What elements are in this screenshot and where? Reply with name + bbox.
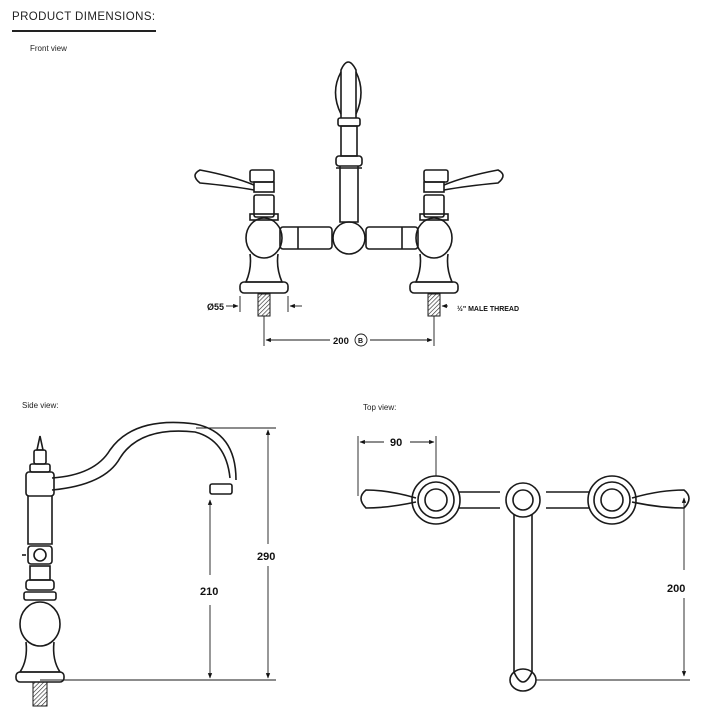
centres-marker-label: B bbox=[358, 338, 363, 345]
front-view-label: Front view bbox=[30, 44, 67, 53]
thread-label: ½" MALE THREAD bbox=[457, 305, 519, 313]
top-offset-label: 90 bbox=[390, 437, 402, 449]
centres-dimension-label: 200 bbox=[333, 336, 349, 347]
top-view-label: Top view: bbox=[363, 403, 397, 412]
title-underline bbox=[12, 30, 156, 32]
side-view-drawing bbox=[15, 421, 237, 683]
page-title: PRODUCT DIMENSIONS: bbox=[12, 11, 156, 23]
side-view-label: Side view: bbox=[22, 401, 59, 410]
top-reach-label: 200 bbox=[667, 583, 685, 595]
spout-height-label: 210 bbox=[200, 586, 218, 598]
front-view-drawing bbox=[194, 61, 504, 294]
base-diameter-label: Ø55 bbox=[207, 302, 224, 312]
total-height-label: 290 bbox=[257, 551, 275, 563]
top-view-drawing bbox=[360, 475, 690, 692]
